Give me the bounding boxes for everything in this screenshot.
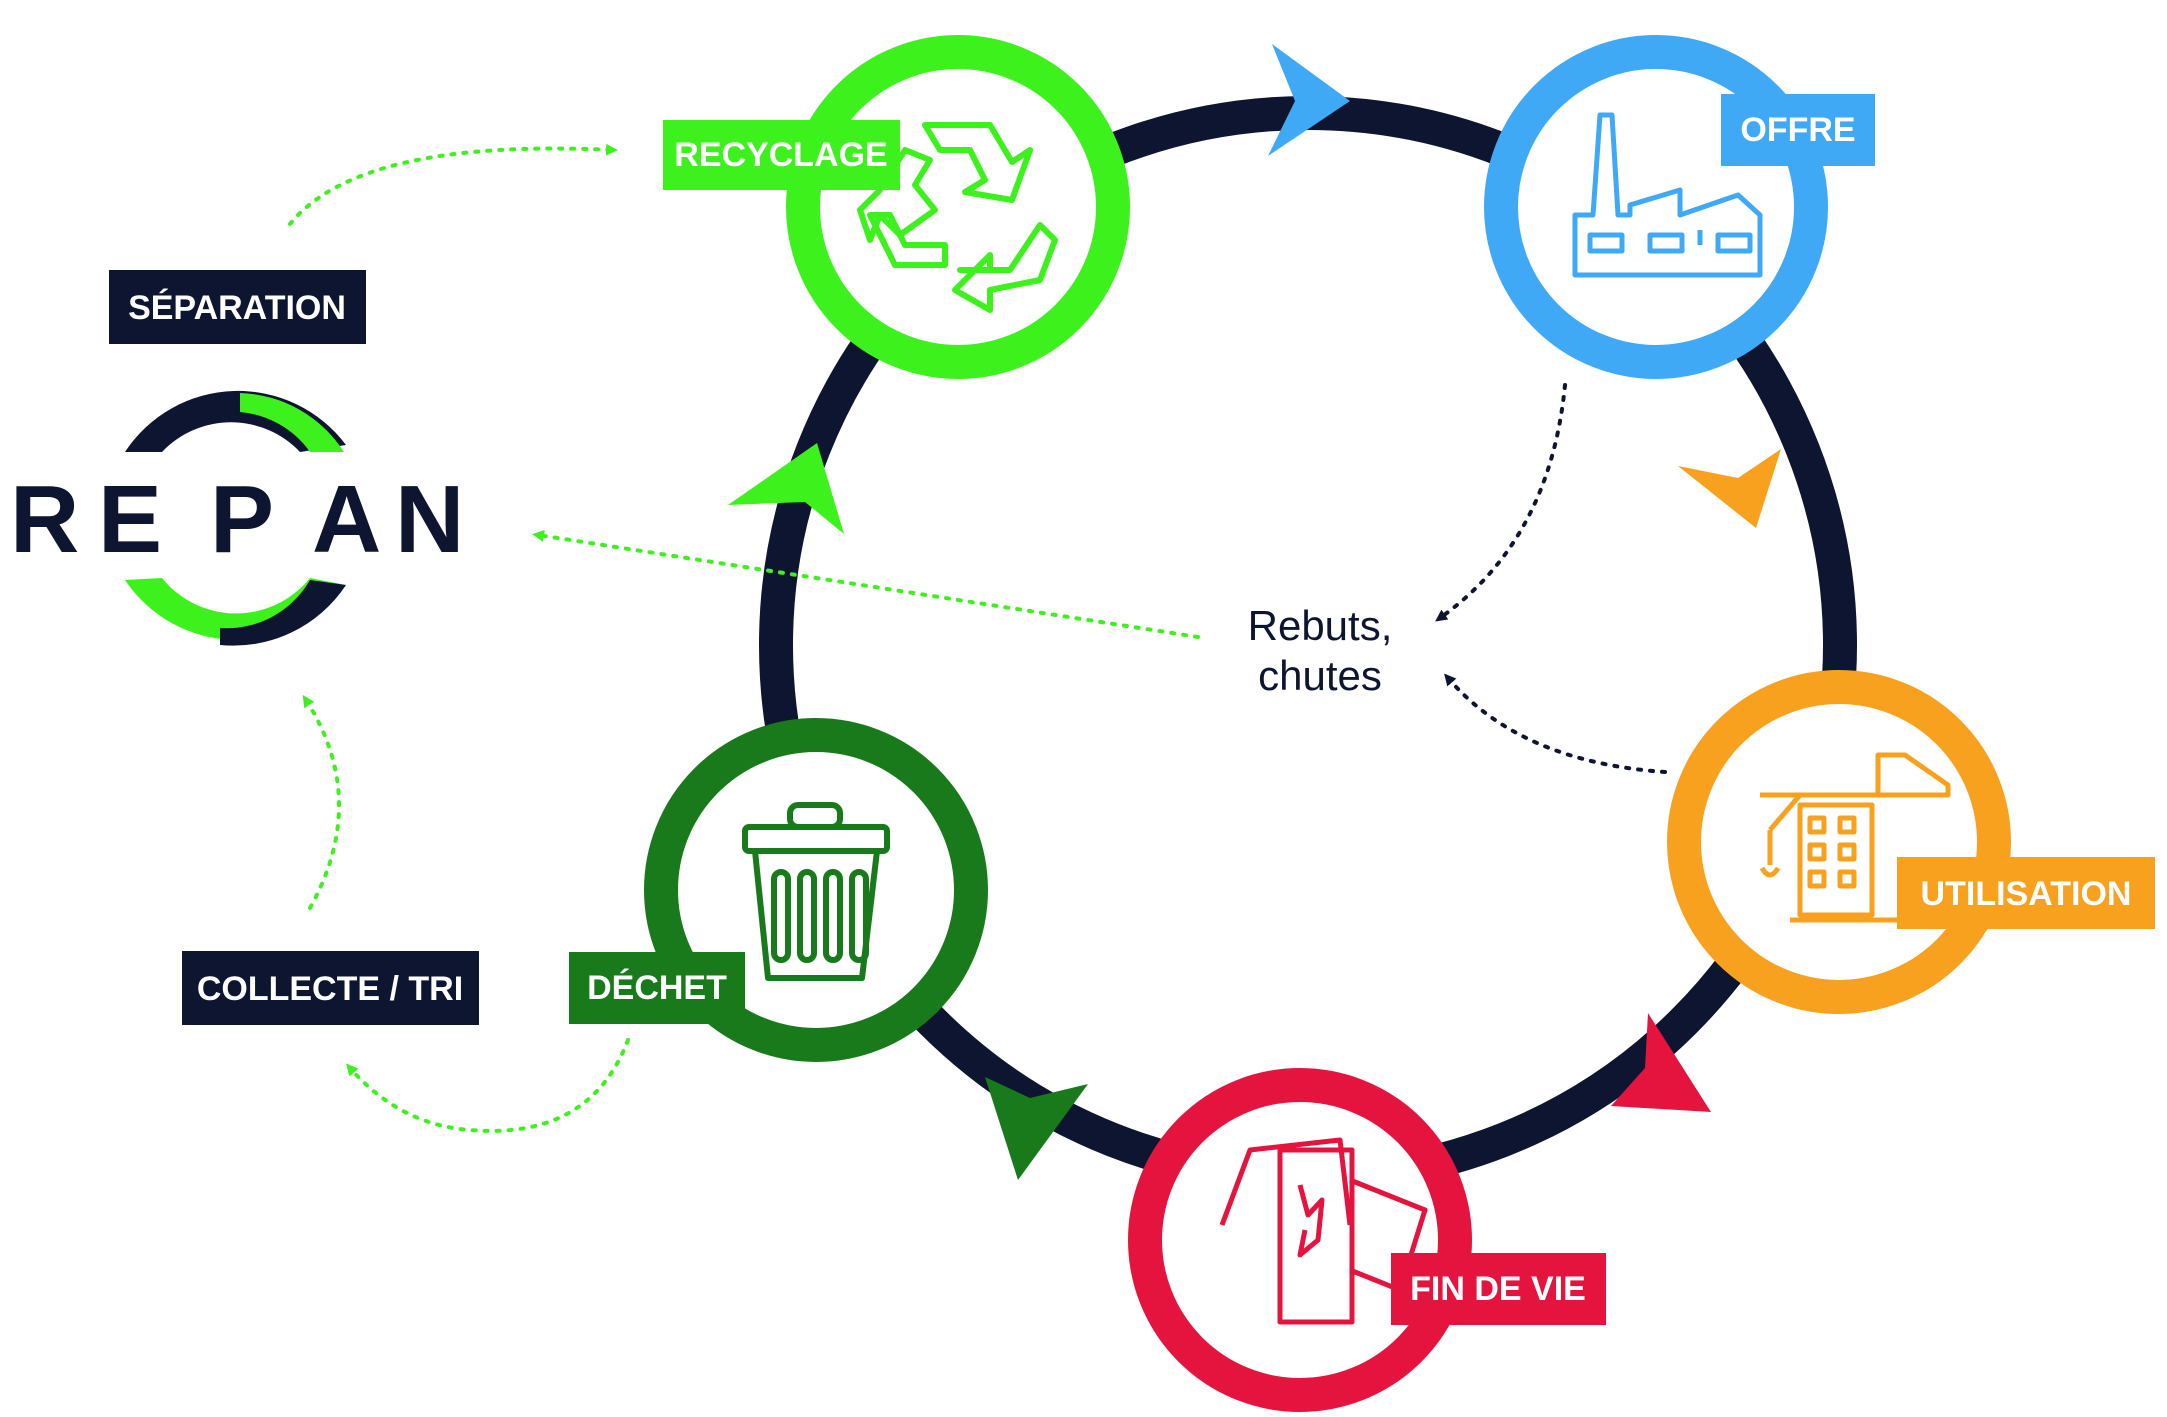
stage-utilisation-label: UTILISATION bbox=[1921, 875, 2132, 913]
step-separation-badge bbox=[109, 270, 366, 344]
step-collecte: COLLECTE / TRI bbox=[182, 951, 479, 1025]
logo-letter-r: R bbox=[10, 466, 79, 573]
center-note-line2: chutes bbox=[1258, 652, 1382, 699]
stage-recyclage-ring bbox=[786, 35, 1130, 379]
logo-letter-p: P bbox=[210, 466, 274, 573]
broken-window-icon bbox=[1219, 1137, 1428, 1325]
logo-arc-top-green bbox=[240, 393, 344, 452]
logo-letter-a: A bbox=[312, 466, 381, 573]
stage-utilisation-ring bbox=[1667, 670, 2011, 1014]
stage-dechet-label: DÉCHET bbox=[587, 969, 727, 1007]
stage-dechet[interactable]: DÉCHET bbox=[569, 718, 988, 1062]
logo-letter-e: E bbox=[98, 466, 162, 573]
stage-offre[interactable]: OFFRE bbox=[1484, 35, 1875, 379]
flow-arrow-orange bbox=[1678, 449, 1781, 528]
logo-letter-n: N bbox=[395, 466, 464, 573]
dotted-arrow-utilisation-to-rebuts bbox=[1444, 673, 1667, 774]
stage-recyclage-label: RECYCLAGE bbox=[674, 136, 887, 174]
logo-arc-bottom-navy bbox=[220, 580, 346, 646]
stage-offre-label: OFFRE bbox=[1740, 111, 1855, 149]
stage-dechet-badge bbox=[569, 952, 745, 1024]
stage-fin-de-vie-ring bbox=[1128, 1068, 1472, 1412]
dotted-arrow-collecte-to-repan bbox=[302, 694, 341, 910]
repan-logo: R E P A N bbox=[10, 390, 464, 646]
flow-arrow-green bbox=[728, 443, 844, 534]
stage-fin-de-vie-badge bbox=[1391, 1253, 1606, 1325]
stage-fin-de-vie[interactable]: FIN DE VIE bbox=[1128, 1068, 1606, 1412]
trash-bin-icon bbox=[742, 802, 890, 981]
stage-offre-badge bbox=[1721, 94, 1875, 166]
dotted-arrow-offre-to-rebuts bbox=[1435, 383, 1567, 622]
recycle-icon bbox=[857, 122, 1058, 313]
factory-icon bbox=[1572, 112, 1763, 278]
construction-crane-icon bbox=[1759, 752, 1951, 923]
dotted-arrow-rebuts-to-repan bbox=[532, 529, 1200, 639]
dotted-arrow-dechet-to-collecte bbox=[346, 1038, 630, 1133]
stage-recyclage[interactable]: RECYCLAGE bbox=[663, 35, 1130, 379]
step-collecte-badge bbox=[182, 951, 479, 1025]
stage-fin-de-vie-label: FIN DE VIE bbox=[1410, 1270, 1586, 1308]
dotted-arrow-separation-to-recyclage bbox=[288, 143, 618, 226]
flow-arrow-blue bbox=[1268, 44, 1350, 156]
flow-arrow-red bbox=[1611, 1013, 1711, 1112]
stage-recyclage-badge bbox=[663, 120, 900, 190]
step-separation-label: SÉPARATION bbox=[128, 289, 346, 327]
stage-utilisation-badge bbox=[1897, 857, 2155, 929]
stage-utilisation[interactable]: UTILISATION bbox=[1667, 670, 2155, 1014]
step-collecte-label: COLLECTE / TRI bbox=[197, 970, 463, 1008]
step-separation: SÉPARATION bbox=[109, 270, 366, 344]
center-note-line1: Rebuts, bbox=[1248, 602, 1393, 649]
flow-arrow-darkgreen bbox=[985, 1077, 1088, 1180]
